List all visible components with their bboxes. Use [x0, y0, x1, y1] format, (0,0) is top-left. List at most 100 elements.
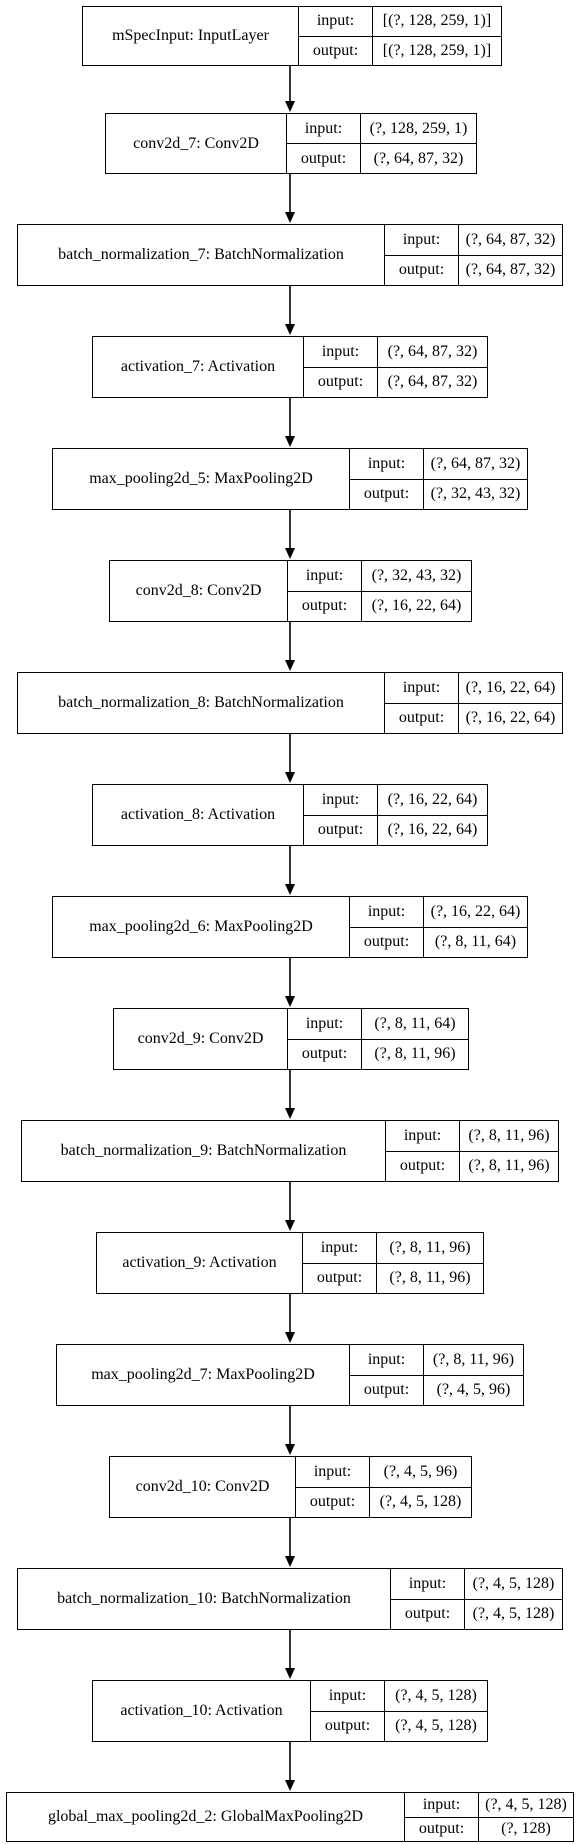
input-label: input: [287, 114, 361, 143]
layer-title: activation_9: Activation [97, 1233, 303, 1293]
layer-node: global_max_pooling2d_2: GlobalMaxPooling… [6, 1792, 574, 1842]
output-label: output: [299, 36, 373, 65]
output-shape: [(?, 128, 259, 1)] [382, 41, 492, 59]
input-shape: (?, 8, 11, 96) [389, 1238, 471, 1256]
input-shape: (?, 128, 259, 1) [369, 119, 468, 137]
layer-io-table: input:(?, 8, 11, 96)output:(?, 8, 11, 96… [386, 1121, 558, 1181]
arrowhead [285, 1444, 295, 1455]
layer-io-table: input:(?, 8, 11, 64)output:(?, 8, 11, 96… [288, 1009, 468, 1069]
layer-io-table: input:(?, 16, 22, 64)output:(?, 16, 22, … [385, 673, 562, 733]
input-shape: (?, 64, 87, 32) [430, 454, 521, 472]
layer-output-row: output: (?, 64, 87, 32) [304, 366, 487, 397]
input-shape: (?, 64, 87, 32) [387, 342, 478, 360]
input-label: input: [304, 785, 378, 815]
layer-input-row: input:(?, 8, 11, 96) [303, 1233, 483, 1263]
layer-input-row: input:(?, 16, 22, 64) [385, 673, 562, 703]
input-shape: [(?, 128, 259, 1)] [382, 12, 492, 30]
input-label: input: [288, 561, 362, 591]
layer-title: max_pooling2d_6: MaxPooling2D [53, 897, 350, 957]
layer-io-table: input:(?, 4, 5, 128)output: (?, 4, 5, 128… [311, 1681, 487, 1741]
output-label: output: [385, 703, 459, 733]
output-label: output: [385, 255, 459, 285]
input-shape: (?, 16, 22, 64) [430, 902, 521, 920]
output-label: output: [304, 815, 378, 845]
output-label: output: [350, 927, 424, 957]
layer-title: conv2d_10: Conv2D [110, 1457, 296, 1517]
layer-title: batch_normalization_9: BatchNormalizatio… [22, 1121, 386, 1181]
layer-output-row: output:(?, 128) [405, 1816, 573, 1841]
layer-input-row: input: (?, 64, 87, 32) [385, 225, 562, 255]
layer-output-row: output:(?, 64, 87, 32) [287, 143, 476, 173]
layer-input-row: input:(?, 16, 22, 64) [350, 897, 527, 927]
layer-input-row: input:(?, 16, 22, 64) [304, 785, 487, 815]
output-label: output: [350, 1375, 424, 1405]
layer-output-row: output:(?, 4, 5, 128) [391, 1598, 562, 1629]
layer-node: batch_normalization_7: BatchNormalizatio… [17, 224, 563, 286]
input-shape: (?, 4, 5, 128) [472, 1574, 555, 1592]
layer-output-row: output:(?, 16, 22, 64) [288, 590, 471, 621]
layer-io-table: input:(?, 16, 22, 64)output:(?, 8, 11, 6… [350, 897, 527, 957]
input-label: input: [296, 1457, 370, 1487]
layer-title: conv2d_8: Conv2D [110, 561, 288, 621]
output-label: output: [391, 1599, 465, 1629]
output-label: output: [303, 1263, 377, 1293]
layer-input-row: input:(?, 8, 11, 96) [350, 1345, 523, 1375]
output-label: output: [296, 1487, 370, 1517]
layer-input-row: input: (?, 64, 87, 32) [350, 449, 527, 479]
arrowhead [285, 212, 295, 223]
layer-output-row: output:(?, 8, 11, 96) [288, 1038, 468, 1069]
output-label: output: [350, 479, 424, 509]
layer-output-row: output:(?, 64, 87, 32) [385, 254, 562, 285]
input-shape: (?, 64, 87, 32) [465, 230, 556, 248]
layer-io-table: input:(?, 16, 22, 64)output:(?, 16, 22, … [304, 785, 487, 845]
layer-input-row: input:(?, 4, 5, 128) [311, 1681, 487, 1711]
layer-output-row: output:(?, 4, 5, 128) [296, 1486, 471, 1517]
input-shape: (?, 32, 43, 32) [371, 566, 462, 584]
output-label: output: [304, 367, 378, 397]
arrowhead [285, 101, 295, 112]
input-label: input: [350, 449, 424, 479]
input-shape: (?, 8, 11, 96) [432, 1350, 515, 1368]
arrowhead [285, 1556, 295, 1567]
output-shape: (?, 64, 87, 32) [387, 373, 478, 391]
output-shape: (?, 4, 5, 128) [395, 1717, 477, 1735]
input-label: input: [385, 225, 459, 255]
input-shape: (?, 4, 5, 128) [395, 1686, 477, 1704]
layer-title: batch_normalization_7: BatchNormalizatio… [18, 225, 385, 285]
input-shape: (?, 4, 5, 128) [485, 1795, 567, 1813]
layer-output-row: output: (?, 32, 43, 32) [350, 478, 527, 509]
output-shape: (?, 32, 43, 32) [430, 485, 521, 503]
layer-output-row: output: [(?, 128, 259, 1)] [299, 35, 501, 65]
input-shape: (?, 8, 11, 64) [374, 1014, 456, 1032]
layer-output-row: output: (?, 4, 5, 128) [311, 1710, 487, 1741]
input-shape: (?, 4, 5, 96) [383, 1462, 458, 1480]
layer-title: activation_7: Activation [93, 337, 304, 397]
arrowhead [285, 1780, 295, 1791]
layer-title: global_max_pooling2d_2: GlobalMaxPooling… [7, 1793, 405, 1841]
input-label: input: [405, 1793, 479, 1817]
arrowhead [285, 1108, 295, 1119]
layer-output-row: output: (?, 4, 5, 96) [350, 1374, 523, 1405]
layer-title: activation_8: Activation [93, 785, 304, 845]
layer-input-row: input: (?, 128, 259, 1) [287, 114, 476, 143]
output-label: output: [311, 1711, 385, 1741]
layer-input-row: input:(?, 8, 11, 64) [288, 1009, 468, 1039]
layer-title: mSpecInput: InputLayer [83, 7, 299, 65]
arrowhead [285, 1668, 295, 1679]
arrowhead [285, 324, 295, 335]
layer-io-table: input:(?, 8, 11, 96)output: (?, 4, 5, 96) [350, 1345, 523, 1405]
output-shape: (?, 128) [501, 1820, 551, 1838]
layer-input-row: input:(?, 64, 87, 32) [304, 337, 487, 367]
arrowhead [285, 548, 295, 559]
output-shape: (?, 4, 5, 96) [436, 1381, 511, 1399]
layer-title: max_pooling2d_5: MaxPooling2D [53, 449, 350, 509]
output-shape: (?, 64, 87, 32) [373, 149, 464, 167]
output-label: output: [386, 1151, 460, 1181]
input-label: input: [385, 673, 459, 703]
